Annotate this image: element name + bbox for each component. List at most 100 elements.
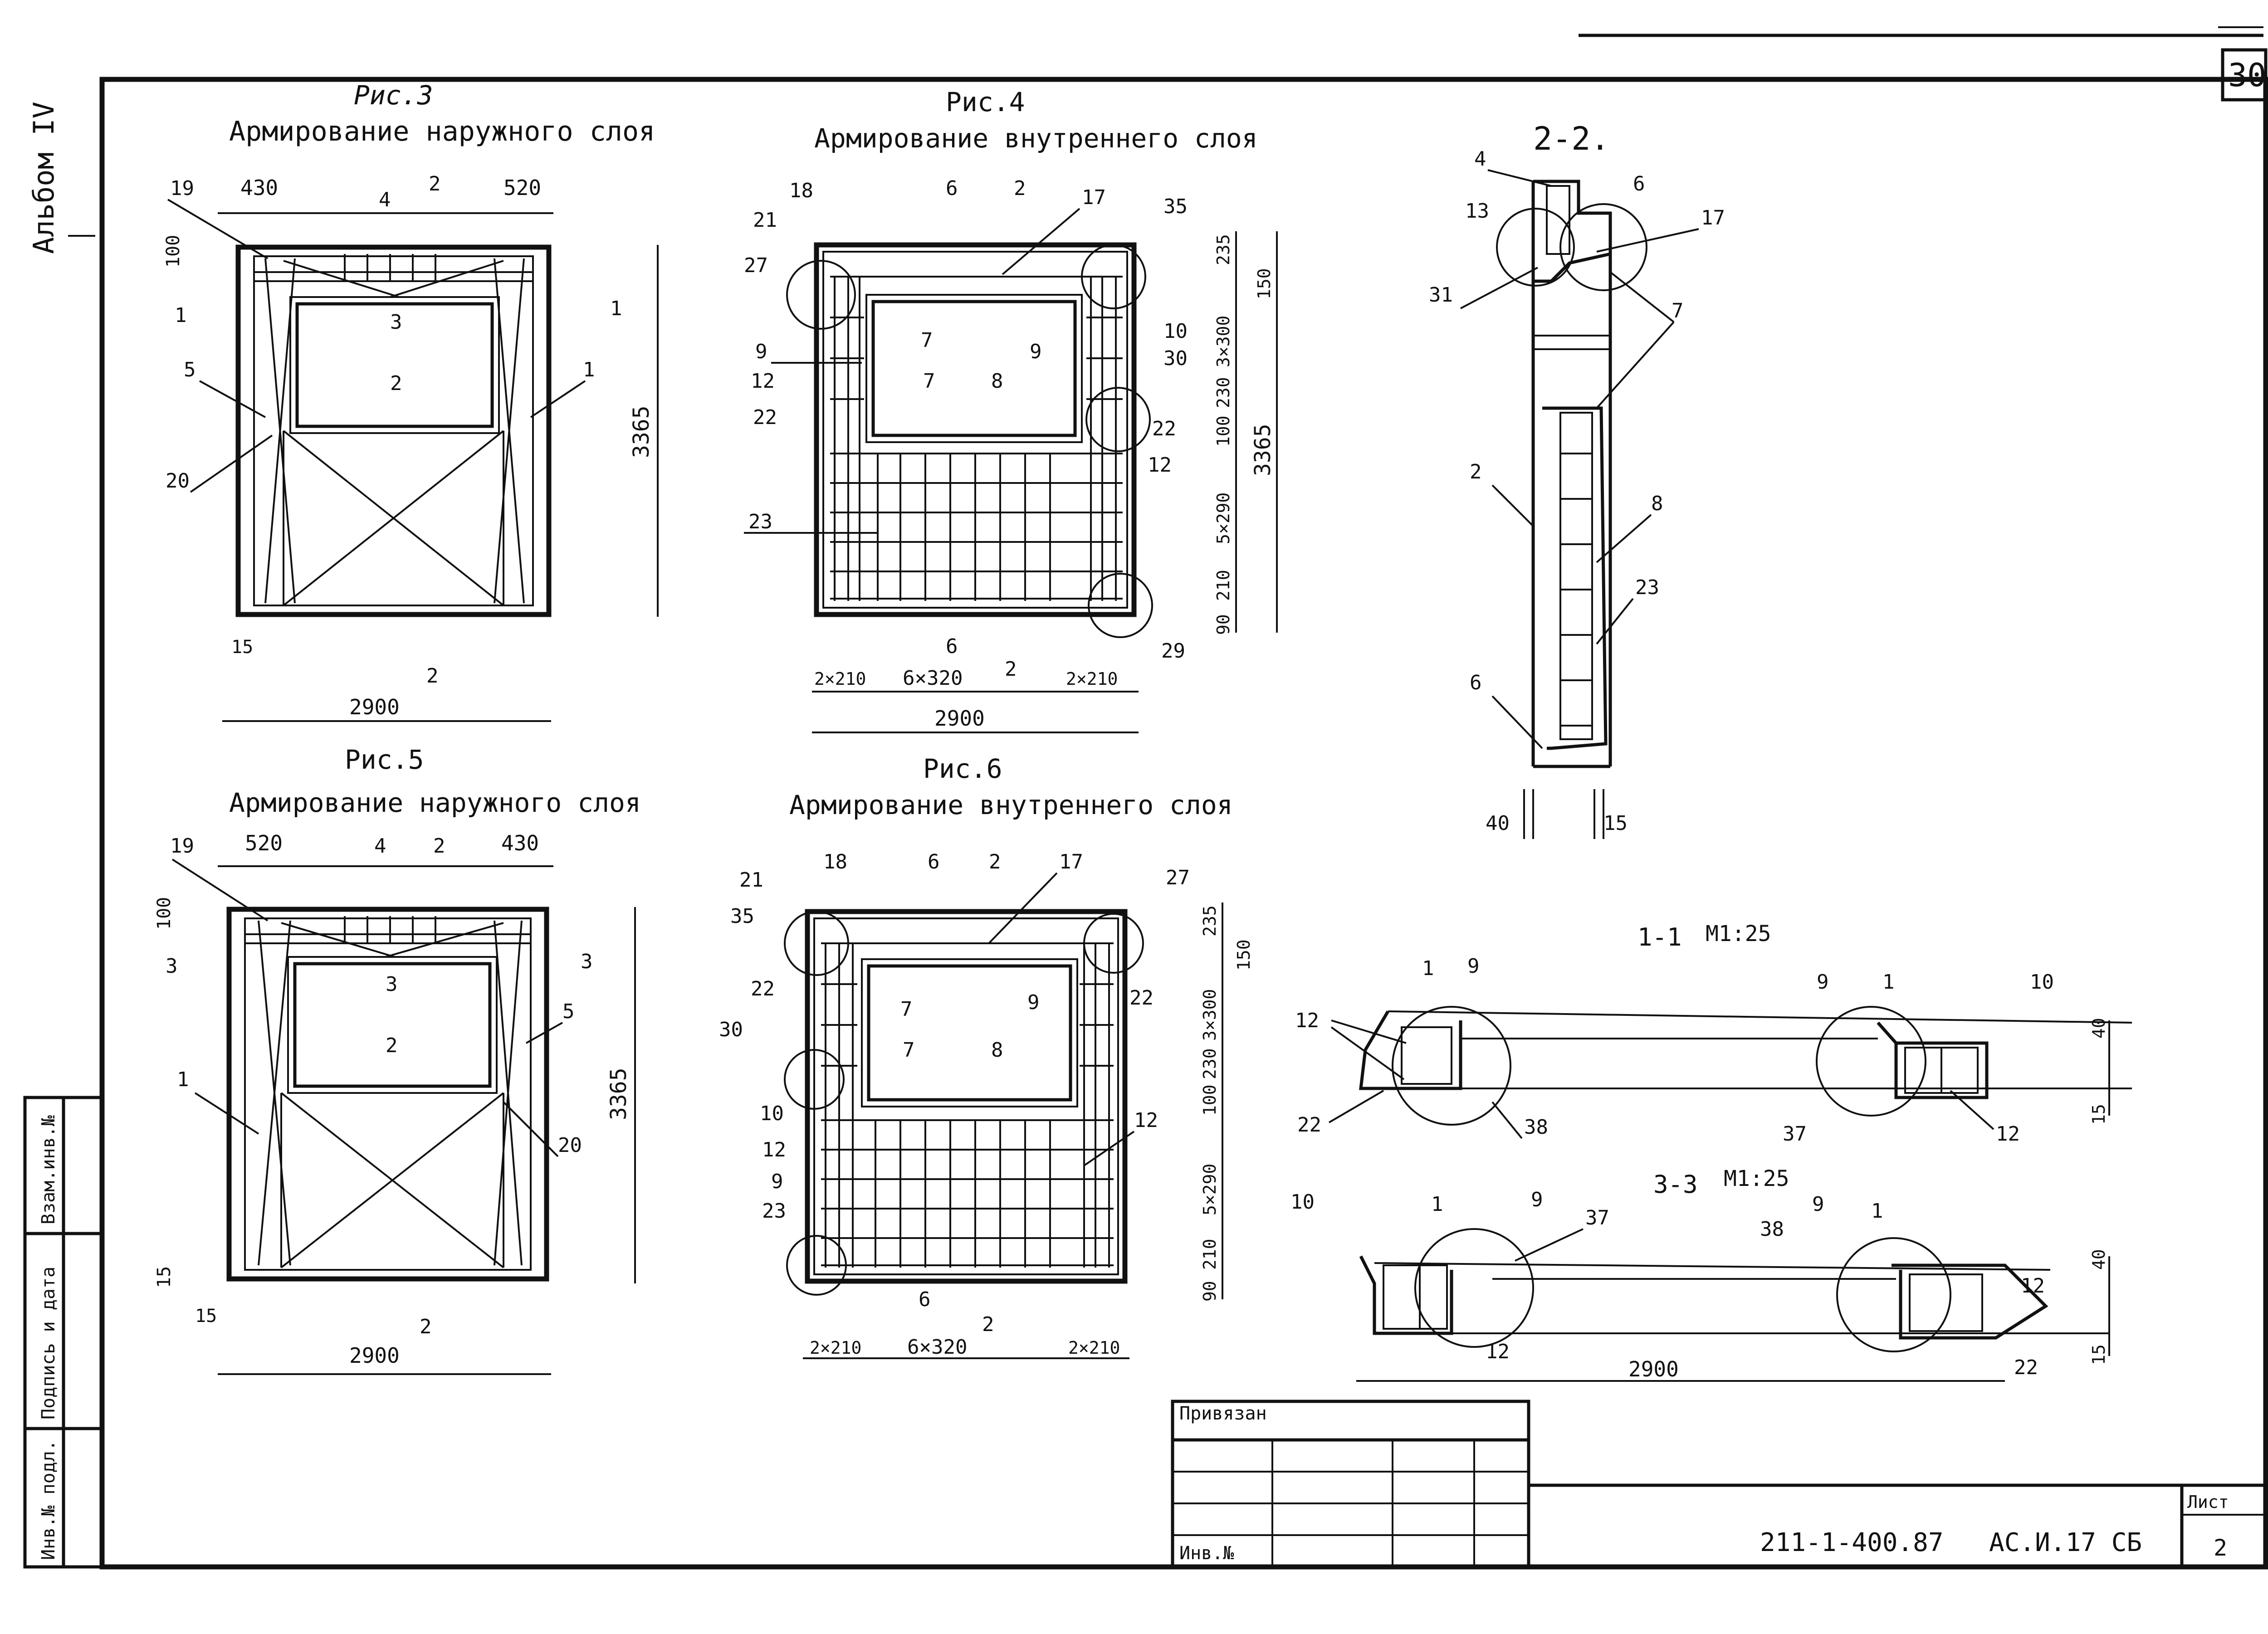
- sec11-callout-38: 38: [1524, 1116, 1548, 1139]
- sec11-dim-15: 15: [2089, 1104, 2109, 1125]
- fig3-dim-100: 100: [163, 235, 184, 268]
- fig5-section-3-right: 3: [581, 950, 593, 973]
- fig4-callout-6-bottom: 6: [946, 635, 958, 658]
- sec33-dim-15: 15: [2089, 1344, 2109, 1365]
- sec22-dim-40: 40: [1486, 812, 1510, 835]
- fig4-callout-10: 10: [1163, 320, 1188, 343]
- fig6-callout-22-left: 22: [751, 977, 775, 1000]
- title-block-designation: АС.И.17 СБ: [1989, 1528, 2142, 1557]
- fig3-dim-2900: 2900: [349, 695, 400, 719]
- fig6-callout-9-left: 9: [771, 1170, 783, 1193]
- fig5-callout-19: 19: [170, 834, 194, 858]
- fig6-dim-2x210-left: 2×210: [810, 1338, 861, 1358]
- fig6-callout-18: 18: [823, 850, 847, 873]
- sec22-callout-8: 8: [1651, 492, 1663, 515]
- fig3-callout-5: 5: [184, 358, 196, 381]
- fig3-dim-520: 520: [503, 176, 541, 200]
- fig6-dim-210: 210: [1200, 1239, 1220, 1270]
- fig5-caption: Рис.5: [345, 744, 424, 775]
- sec33-callout-10: 10: [1290, 1190, 1315, 1214]
- sec11-callout-37: 37: [1783, 1122, 1807, 1146]
- section-3-3: 3-3 М1:25 10 1 9 37 12 38 9 1 12 22 2900…: [1290, 1166, 2110, 1382]
- fig4-callout-7-b: 7: [923, 370, 935, 393]
- fig5-dim-3365: 3365: [606, 1068, 631, 1120]
- fig6-callout-21: 21: [739, 868, 763, 892]
- fig5-dim-15-v: 15: [154, 1266, 175, 1288]
- sec11-dim-40: 40: [2089, 1018, 2109, 1039]
- sec22-callout-23: 23: [1635, 576, 1659, 599]
- fig4-callout-21: 21: [753, 209, 777, 232]
- fig6-dim-150: 150: [1234, 939, 1254, 971]
- sec11-callout-9-left: 9: [1467, 955, 1480, 978]
- sec33-scale: М1:25: [1724, 1166, 1789, 1191]
- fig3-section-2-bottom: 2: [426, 664, 439, 688]
- sec11-title: 1-1: [1637, 923, 1682, 951]
- fig4-dim-100: 100: [1213, 415, 1233, 447]
- sec22-callout-31: 31: [1429, 283, 1453, 307]
- sec22-callout-13: 13: [1465, 200, 1489, 223]
- fig5-callout-2-top: 2: [433, 834, 445, 858]
- fig4-callout-9-left: 9: [755, 340, 767, 363]
- sec33-dim-40: 40: [2089, 1249, 2109, 1270]
- fig6-title: Армирование внутреннего слоя: [789, 790, 1233, 820]
- fig4-callout-6-top: 6: [946, 177, 958, 200]
- sec22-callout-4: 4: [1474, 147, 1486, 171]
- fig4-callout-17: 17: [1082, 186, 1106, 209]
- sec11-callout-22: 22: [1297, 1113, 1321, 1136]
- fig3-callout-3: 3: [390, 311, 402, 334]
- fig4-title: Армирование внутреннего слоя: [814, 123, 1258, 154]
- fig4-callout-22-right: 22: [1152, 417, 1176, 440]
- fig3-callout-19: 19: [170, 177, 194, 200]
- fig4-dim-210: 210: [1213, 570, 1233, 601]
- fig4-dim-3x300: 3×300: [1213, 316, 1233, 367]
- fig4-callout-12-right: 12: [1148, 454, 1172, 477]
- side-stamp: Инв.№ подл. Подпись и дата Взам.инв.№: [23, 1096, 104, 1569]
- sec11-scale: М1:25: [1706, 921, 1771, 946]
- fig4-callout-30: 30: [1163, 347, 1188, 370]
- fig4-dim-2x210-left: 2×210: [814, 669, 866, 689]
- fig4-callout-12-left: 12: [751, 370, 775, 393]
- fig3-caption: Рис.3: [354, 80, 433, 111]
- sec33-callout-38: 38: [1760, 1218, 1784, 1241]
- fig6-callout-7-a: 7: [900, 998, 913, 1021]
- fig5-title: Армирование наружного слоя: [229, 787, 641, 818]
- fig5-callout-1: 1: [177, 1068, 189, 1091]
- title-block-inv: Инв.№: [1179, 1543, 1234, 1564]
- fig3-callout-2-mid: 2: [390, 372, 402, 395]
- sec22-callout-17: 17: [1701, 206, 1725, 229]
- sec22-callout-6-top: 6: [1633, 172, 1645, 195]
- fig6-callout-35: 35: [730, 905, 754, 928]
- fig4-callout-2-bottom: 2: [1005, 658, 1017, 681]
- album-label: Альбом IV: [27, 102, 60, 254]
- fig6-dim-235: 235: [1200, 905, 1220, 937]
- fig4-callout-23: 23: [748, 510, 772, 533]
- fig4-callout-29: 29: [1161, 639, 1185, 663]
- sec22-callout-2: 2: [1470, 460, 1482, 483]
- fig6-dim-230: 230: [1200, 1048, 1220, 1079]
- fig3-callout-1: 1: [583, 358, 595, 381]
- fig4-dim-5x290: 5×290: [1213, 493, 1233, 544]
- fig4-callout-22-left: 22: [753, 406, 777, 429]
- fig5-outer-layer-reinforcement: Рис.5 Армирование наружного слоя 520 430…: [154, 744, 641, 1375]
- sheet-corner-number: 30: [2228, 57, 2266, 94]
- sec33-callout-9-left: 9: [1531, 1188, 1543, 1211]
- sec33-callout-37: 37: [1585, 1206, 1609, 1229]
- fig5-dim-430: 430: [501, 831, 539, 855]
- fig5-section-3-left: 3: [166, 955, 178, 978]
- sec11-callout-1-right: 1: [1882, 971, 1895, 994]
- fig3-section-1-right: 1: [610, 297, 622, 320]
- fig6-callout-27: 27: [1166, 866, 1190, 889]
- fig5-callout-5: 5: [562, 1000, 575, 1023]
- fig6-callout-8: 8: [991, 1039, 1003, 1062]
- fig5-dim-100: 100: [154, 897, 175, 930]
- fig5-callout-3: 3: [386, 973, 398, 996]
- sec33-callout-12-right: 12: [2021, 1274, 2045, 1297]
- sec33-dim-2900: 2900: [1628, 1357, 1679, 1381]
- fig4-callout-2-top: 2: [1014, 177, 1026, 200]
- sec22-callout-7: 7: [1672, 299, 1684, 322]
- section-1-1: 1-1 М1:25 1 9 12 22 38 9 1 10 37 12 40 1…: [1295, 921, 2132, 1146]
- fig6-callout-2-bottom: 2: [982, 1313, 994, 1336]
- fig3-dim-430: 430: [240, 176, 278, 200]
- sec33-title: 3-3: [1653, 1170, 1698, 1199]
- fig4-dim-230: 230: [1213, 377, 1233, 408]
